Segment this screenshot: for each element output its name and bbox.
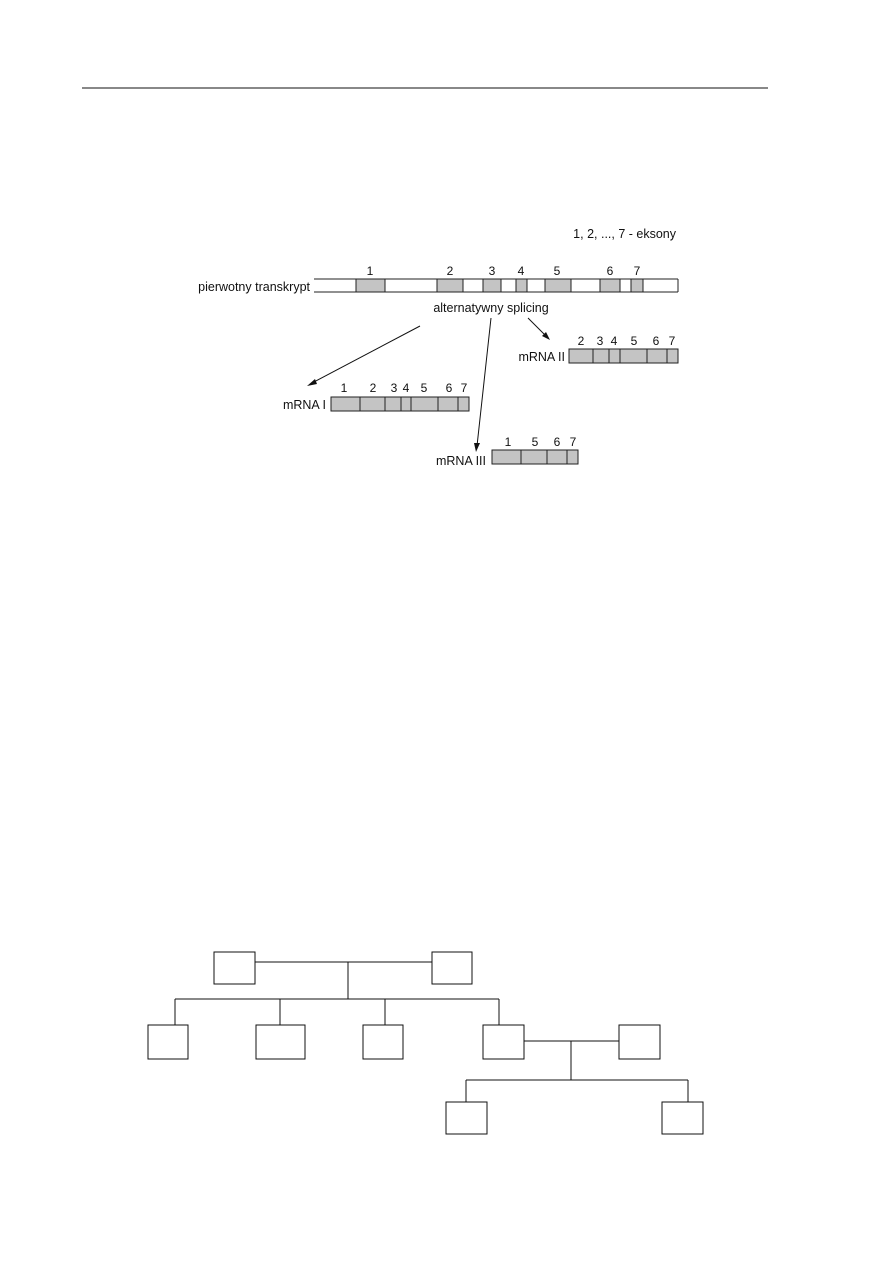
mrna-iii-exon-number: 7 — [570, 435, 577, 449]
mrna-ii-exon-number: 4 — [611, 334, 618, 348]
mrna-i-exon-number: 1 — [341, 381, 348, 395]
splicing-diagram: 1, 2, ..., 7 - eksony pierwotny transkry… — [198, 227, 679, 468]
mrna-ii-exon-2 — [568, 348, 594, 364]
mrna-i-exon-7 — [457, 396, 470, 412]
mrna-i-exon-number: 4 — [403, 381, 410, 395]
mrna-ii-exon-number: 5 — [631, 334, 638, 348]
exon-legend: 1, 2, ..., 7 - eksony — [573, 227, 677, 241]
pedigree-individual — [213, 951, 256, 985]
mrna-ii-exon-3 — [592, 348, 610, 364]
mrna-ii-exon-7 — [666, 348, 679, 364]
mrna-iii-exon-7 — [566, 449, 579, 465]
mrna-iii-exon-number: 5 — [532, 435, 539, 449]
mrna-i-exon-5 — [410, 396, 439, 412]
transcript-exon-number: 1 — [367, 264, 374, 278]
mrna-i-exon-number: 5 — [421, 381, 428, 395]
mrna-ii-label: mRNA II — [518, 350, 565, 364]
transcript-exons — [355, 278, 644, 293]
mrna-ii-exon-5 — [619, 348, 648, 364]
arrowhead-mrna-iii — [474, 443, 480, 452]
mrna-ii-exon-number: 6 — [653, 334, 660, 348]
mrna-ii-exon-number: 7 — [669, 334, 676, 348]
mrna-i-exon-number: 3 — [391, 381, 398, 395]
transcript-exon-number: 2 — [447, 264, 454, 278]
mrna-iii: mRNA III 1 5 6 7 — [436, 435, 579, 468]
transcript-exon-1 — [355, 278, 386, 293]
transcript-exon-number: 4 — [518, 264, 525, 278]
pedigree-individual — [147, 1024, 189, 1060]
mrna-iii-exon-6 — [546, 449, 568, 465]
transcript-exon-numbers: 1 2 3 4 5 6 7 — [367, 264, 641, 278]
transcript-exon-number: 6 — [607, 264, 614, 278]
pedigree-individual — [255, 1024, 306, 1060]
pedigree-individual — [618, 1024, 661, 1060]
mrna-i-label: mRNA I — [283, 398, 326, 412]
alternative-splicing-label: alternatywny splicing — [433, 301, 548, 315]
pedigree-individual — [661, 1101, 704, 1135]
mrna-ii-exon-number: 2 — [578, 334, 585, 348]
transcript-exon-4 — [515, 278, 528, 293]
pedigree-individual — [431, 951, 473, 985]
mrna-ii: mRNA II 2 3 4 5 6 7 — [518, 334, 679, 364]
arrow-to-mrna-i — [311, 325, 421, 384]
mrna-i-exon-4 — [400, 396, 412, 412]
mrna-iii-exon-5 — [520, 449, 548, 465]
transcript-exon-3 — [482, 278, 502, 293]
mrna-i-exon-3 — [384, 396, 402, 412]
pedigree-individual — [445, 1101, 488, 1135]
pedigree-individual — [482, 1024, 525, 1060]
arrowhead-mrna-i — [307, 379, 317, 386]
transcript-exon-number: 3 — [489, 264, 496, 278]
transcript-exon-7 — [630, 278, 644, 293]
mrna-i: mRNA I 1 2 3 4 5 6 7 — [283, 381, 470, 412]
mrna-i-exon-number: 6 — [446, 381, 453, 395]
arrow-to-mrna-ii — [527, 317, 547, 337]
mrna-ii-exon-number: 3 — [597, 334, 604, 348]
mrna-iii-exon-number: 6 — [554, 435, 561, 449]
transcript-exon-number: 5 — [554, 264, 561, 278]
mrna-i-exon-2 — [359, 396, 386, 412]
mrna-i-exon-6 — [437, 396, 459, 412]
pedigree-individual — [362, 1024, 404, 1060]
transcript-exon-number: 7 — [634, 264, 641, 278]
mrna-i-exon-number: 7 — [461, 381, 468, 395]
mrna-iii-exon-number: 1 — [505, 435, 512, 449]
splicing-arrows — [307, 317, 550, 452]
arrowhead-mrna-ii — [542, 332, 550, 340]
arrow-to-mrna-iii — [476, 317, 492, 447]
transcript-exon-6 — [599, 278, 621, 293]
mrna-i-exon-number: 2 — [370, 381, 377, 395]
mrna-iii-label: mRNA III — [436, 454, 486, 468]
transcript-exon-5 — [544, 278, 572, 293]
mrna-ii-exon-4 — [608, 348, 621, 364]
primary-transcript-label: pierwotny transkrypt — [198, 280, 310, 294]
mrna-ii-exon-6 — [646, 348, 668, 364]
mrna-iii-exon-1 — [491, 449, 522, 465]
mrna-i-exon-1 — [330, 396, 361, 412]
pedigree-chart — [147, 951, 704, 1135]
transcript-exon-2 — [436, 278, 464, 293]
